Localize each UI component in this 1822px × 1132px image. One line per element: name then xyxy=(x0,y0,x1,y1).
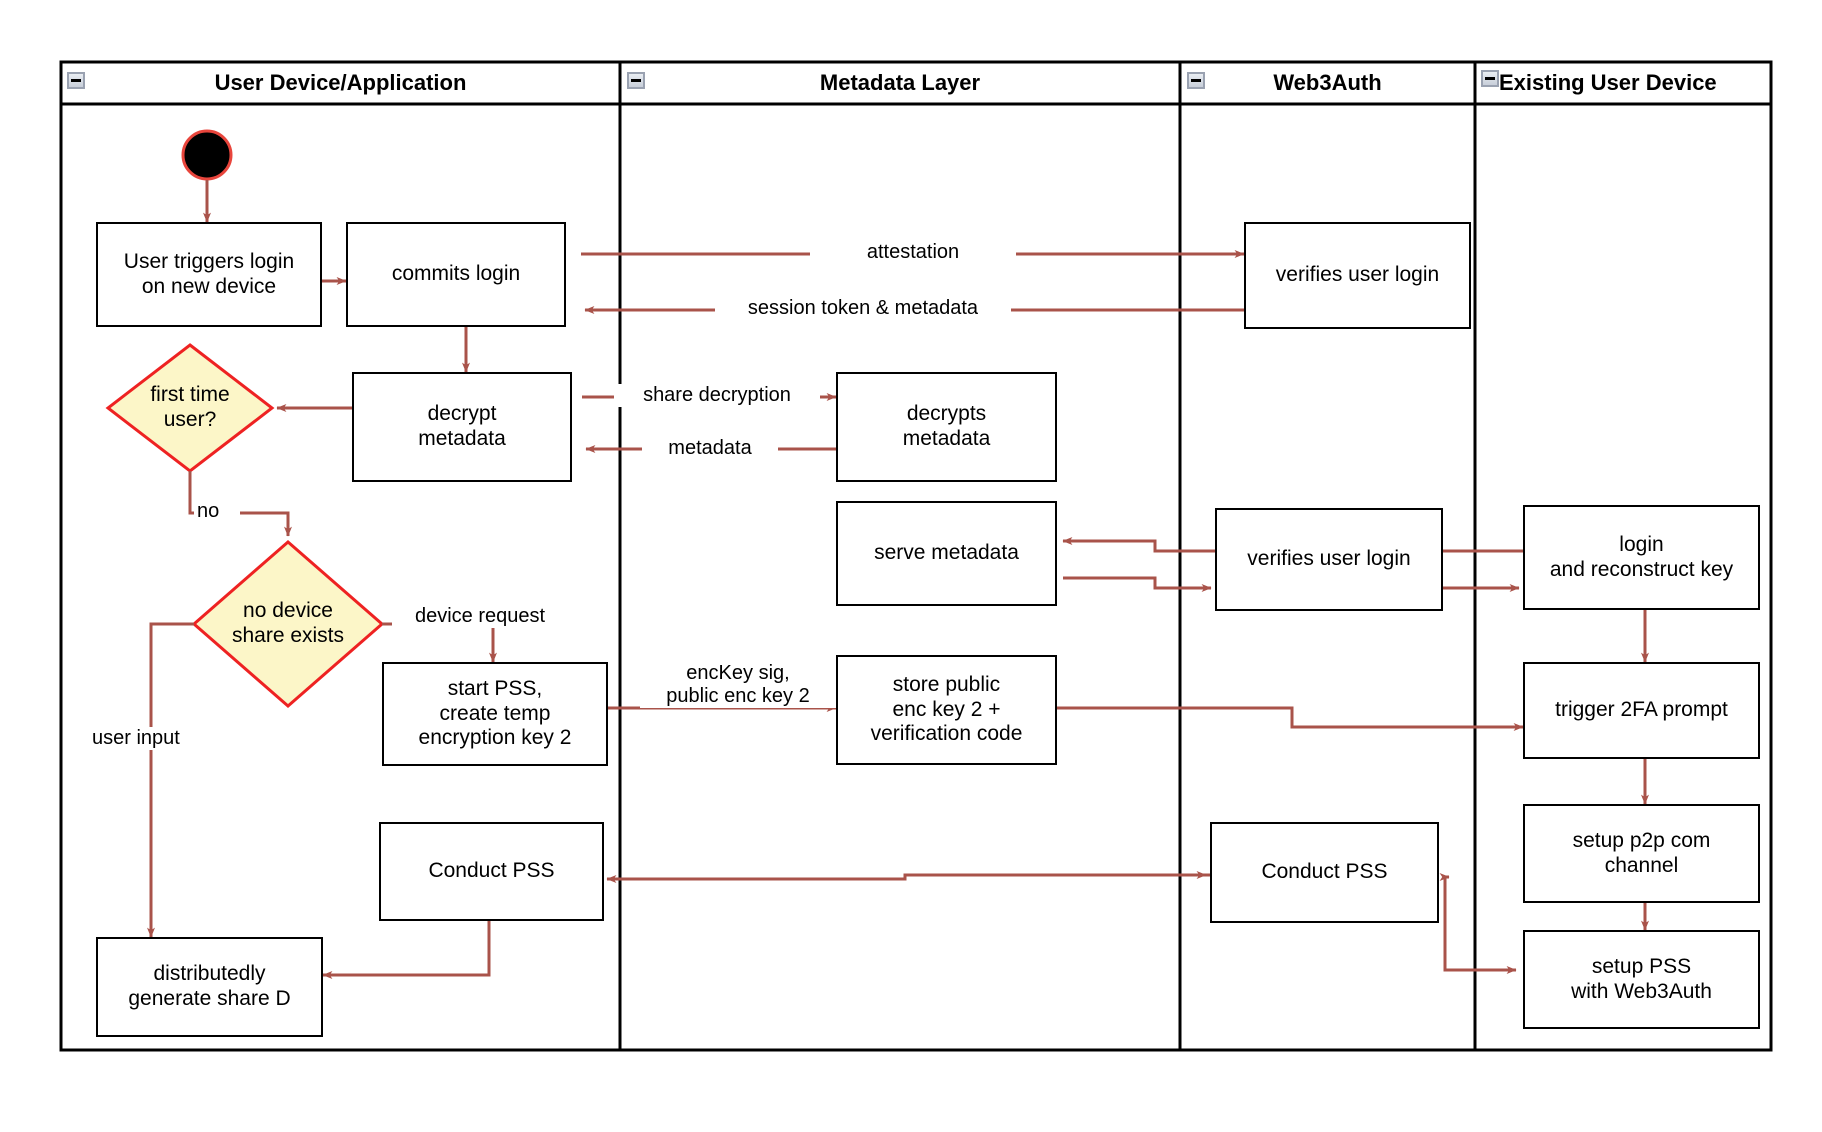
edge-no-device-share-user-input xyxy=(147,622,194,938)
edge-conduct-pss-web3auth-to-setup-pss xyxy=(1443,877,1517,974)
edge-conduct-pss-to-generate-share-d xyxy=(322,921,491,979)
collapse-icon-lane-web3auth[interactable] xyxy=(1187,72,1205,89)
node-start-pss-create-temp-key[interactable]: start PSS, create temp encryption key 2 xyxy=(382,662,608,766)
swimlane-frame xyxy=(59,60,1773,1052)
edge-label-user-input: user input xyxy=(89,727,225,750)
edge-label-metadata: metadata xyxy=(642,437,778,460)
edge-verifies-mid-to-serve-metadata xyxy=(1062,537,1215,553)
decision-no-device-share-shape xyxy=(191,540,385,708)
node-login-and-reconstruct-key[interactable]: login and reconstruct key xyxy=(1523,505,1760,610)
collapse-icon-lane-user-device[interactable] xyxy=(67,72,85,89)
edge-label-session-token-metadata: session token & metadata xyxy=(715,297,1011,320)
node-decrypt-metadata[interactable]: decrypt metadata xyxy=(352,372,572,482)
node-decrypts-metadata[interactable]: decrypts metadata xyxy=(836,372,1057,482)
collapse-icon-lane-existing-device[interactable] xyxy=(1481,70,1499,87)
node-serve-metadata[interactable]: serve metadata xyxy=(836,501,1057,606)
edge-serve-metadata-to-verifies-mid xyxy=(1063,576,1212,592)
node-store-public-enc-key-2[interactable]: store public enc key 2 + verification co… xyxy=(836,655,1057,765)
edge-no-device-share-device-request xyxy=(382,622,497,663)
node-distributedly-generate-share-d[interactable]: distributedly generate share D xyxy=(96,937,323,1037)
decision-first-time-user-shape xyxy=(105,343,275,473)
node-commits-login[interactable]: commits login xyxy=(346,222,566,327)
edge-label-enckey-sig-public-enc-key-2: encKey sig, public enc key 2 xyxy=(640,662,836,708)
node-trigger-2fa-prompt[interactable]: trigger 2FA prompt xyxy=(1523,662,1760,759)
edge-label-no: no xyxy=(194,500,240,523)
node-verifies-user-login-mid[interactable]: verifies user login xyxy=(1215,508,1443,611)
node-setup-p2p-com-channel[interactable]: setup p2p com channel xyxy=(1523,804,1760,903)
lane-header-web3auth: Web3Auth xyxy=(1273,70,1382,95)
start-node-circle xyxy=(181,129,233,181)
node-conduct-pss-user-device[interactable]: Conduct PSS xyxy=(379,822,604,921)
edge-label-attestation: attestation xyxy=(810,241,1016,264)
node-setup-pss-with-web3auth[interactable]: setup PSS with Web3Auth xyxy=(1523,930,1760,1029)
edge-label-share-decryption: share decryption xyxy=(614,384,820,407)
edge-conduct-pss-bridge-right xyxy=(903,871,1207,879)
node-conduct-pss-web3auth[interactable]: Conduct PSS xyxy=(1210,822,1439,923)
node-user-triggers-login[interactable]: User triggers login on new device xyxy=(96,222,322,327)
lane-header-user-device: User Device/Application xyxy=(214,70,467,95)
node-verifies-user-login-top[interactable]: verifies user login xyxy=(1244,222,1471,329)
edge-store-public-to-trigger-2fa xyxy=(1057,706,1524,731)
lane-header-metadata-layer: Metadata Layer xyxy=(819,70,981,95)
collapse-icon-lane-metadata[interactable] xyxy=(627,72,645,89)
lane-header-existing-user-device: Existing User Device xyxy=(1499,70,1717,95)
edge-label-device-request: device request xyxy=(392,605,568,628)
